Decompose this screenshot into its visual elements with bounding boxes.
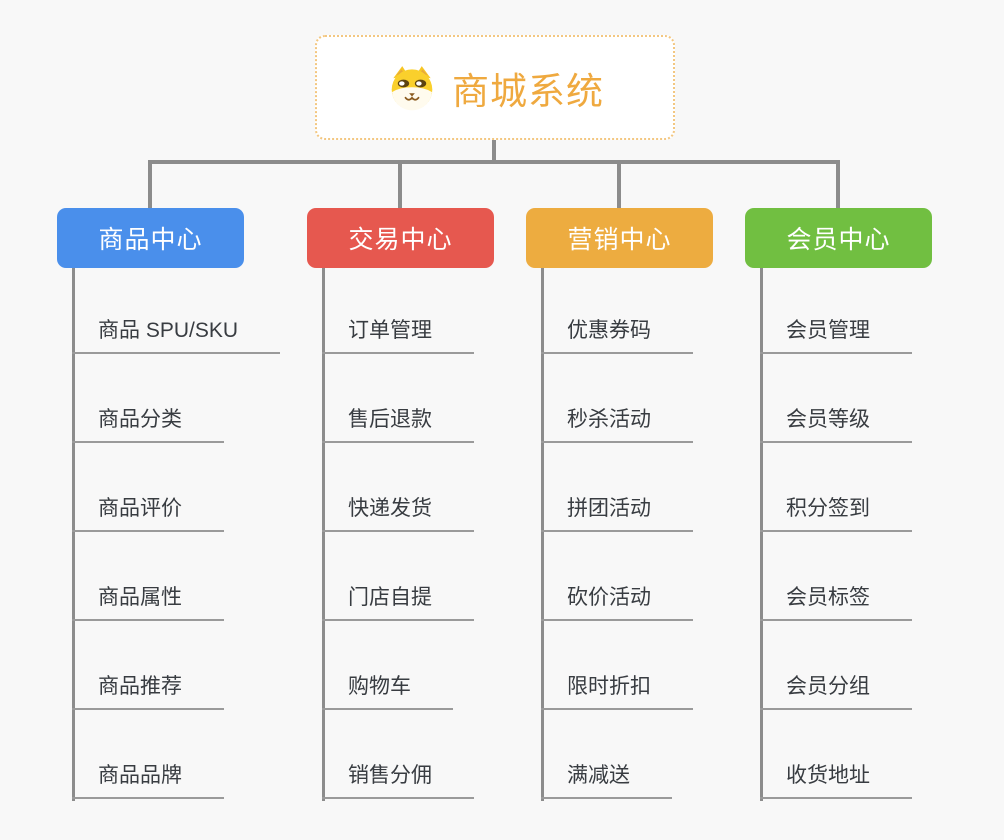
- subtopic-node[interactable]: 商品评价: [72, 496, 224, 532]
- subtopic-node[interactable]: 门店自提: [322, 585, 474, 621]
- subtopic-node[interactable]: 会员分组: [760, 674, 912, 710]
- subtopic-node[interactable]: 商品 SPU/SKU: [72, 318, 281, 354]
- branch-topic-label: 交易中心: [348, 226, 453, 254]
- dog-face-icon: [391, 65, 433, 110]
- subtopic-node[interactable]: 积分签到: [760, 496, 912, 532]
- branch-column: 交易中心 订单管理售后退款快递发货门店自提购物车销售分佣: [307, 160, 567, 840]
- branch-connector-line: [836, 160, 840, 212]
- subtopic-node[interactable]: 限时折扣: [541, 674, 693, 710]
- subtopic-node[interactable]: 砍价活动: [541, 585, 693, 621]
- subtopic-node[interactable]: 快递发货: [322, 496, 474, 532]
- subtopic-node[interactable]: 商品品牌: [72, 763, 224, 799]
- branch-topic-label: 会员中心: [786, 226, 891, 254]
- subtopic-node[interactable]: 会员管理: [760, 318, 912, 354]
- subtopic-node[interactable]: 商品属性: [72, 585, 224, 621]
- branch-connector-line: [148, 160, 152, 212]
- subtopic-node[interactable]: 商品推荐: [72, 674, 224, 710]
- subtopic-node[interactable]: 售后退款: [322, 407, 474, 443]
- subtopic-node[interactable]: 拼团活动: [541, 496, 693, 532]
- branch-topic-node[interactable]: 会员中心: [745, 208, 932, 268]
- branch-trunk-line: [541, 268, 544, 801]
- subtopic-node[interactable]: 订单管理: [322, 318, 474, 354]
- branch-topic-label: 商品中心: [98, 226, 203, 254]
- branch-topic-node[interactable]: 交易中心: [307, 208, 494, 268]
- subtopic-node[interactable]: 会员标签: [760, 585, 912, 621]
- root-topic-node[interactable]: 商城系统: [315, 35, 675, 140]
- branch-column: 商品中心 商品 SPU/SKU 商品分类商品评价商品属性商品推荐商品品牌: [57, 160, 317, 840]
- branch-trunk-line: [72, 268, 75, 801]
- subtopic-node[interactable]: 销售分佣: [322, 763, 474, 799]
- branch-connector-line: [398, 160, 402, 212]
- branch-topic-node[interactable]: 商品中心: [57, 208, 244, 268]
- root-connector-line: [492, 138, 496, 164]
- subtopic-node[interactable]: 收货地址: [760, 763, 912, 799]
- subtopic-node[interactable]: 商品分类: [72, 407, 224, 443]
- branch-column: 营销中心 优惠券码秒杀活动拼团活动砍价活动限时折扣满减送: [526, 160, 786, 840]
- branch-trunk-line: [322, 268, 325, 801]
- subtopic-node[interactable]: 会员等级: [760, 407, 912, 443]
- subtopic-node[interactable]: 满减送: [541, 763, 672, 799]
- subtopic-node[interactable]: 秒杀活动: [541, 407, 693, 443]
- branch-topic-label: 营销中心: [567, 226, 672, 254]
- branch-rail-connector-line: [149, 160, 840, 164]
- subtopic-node[interactable]: 优惠券码: [541, 318, 693, 354]
- subtopic-node[interactable]: 购物车: [322, 674, 453, 710]
- branch-column: 会员中心 会员管理会员等级积分签到会员标签会员分组收货地址: [745, 160, 1004, 840]
- root-topic-title: 商城系统: [452, 70, 604, 112]
- branch-connector-line: [617, 160, 621, 212]
- branch-topic-node[interactable]: 营销中心: [526, 208, 713, 268]
- branch-trunk-line: [760, 268, 763, 801]
